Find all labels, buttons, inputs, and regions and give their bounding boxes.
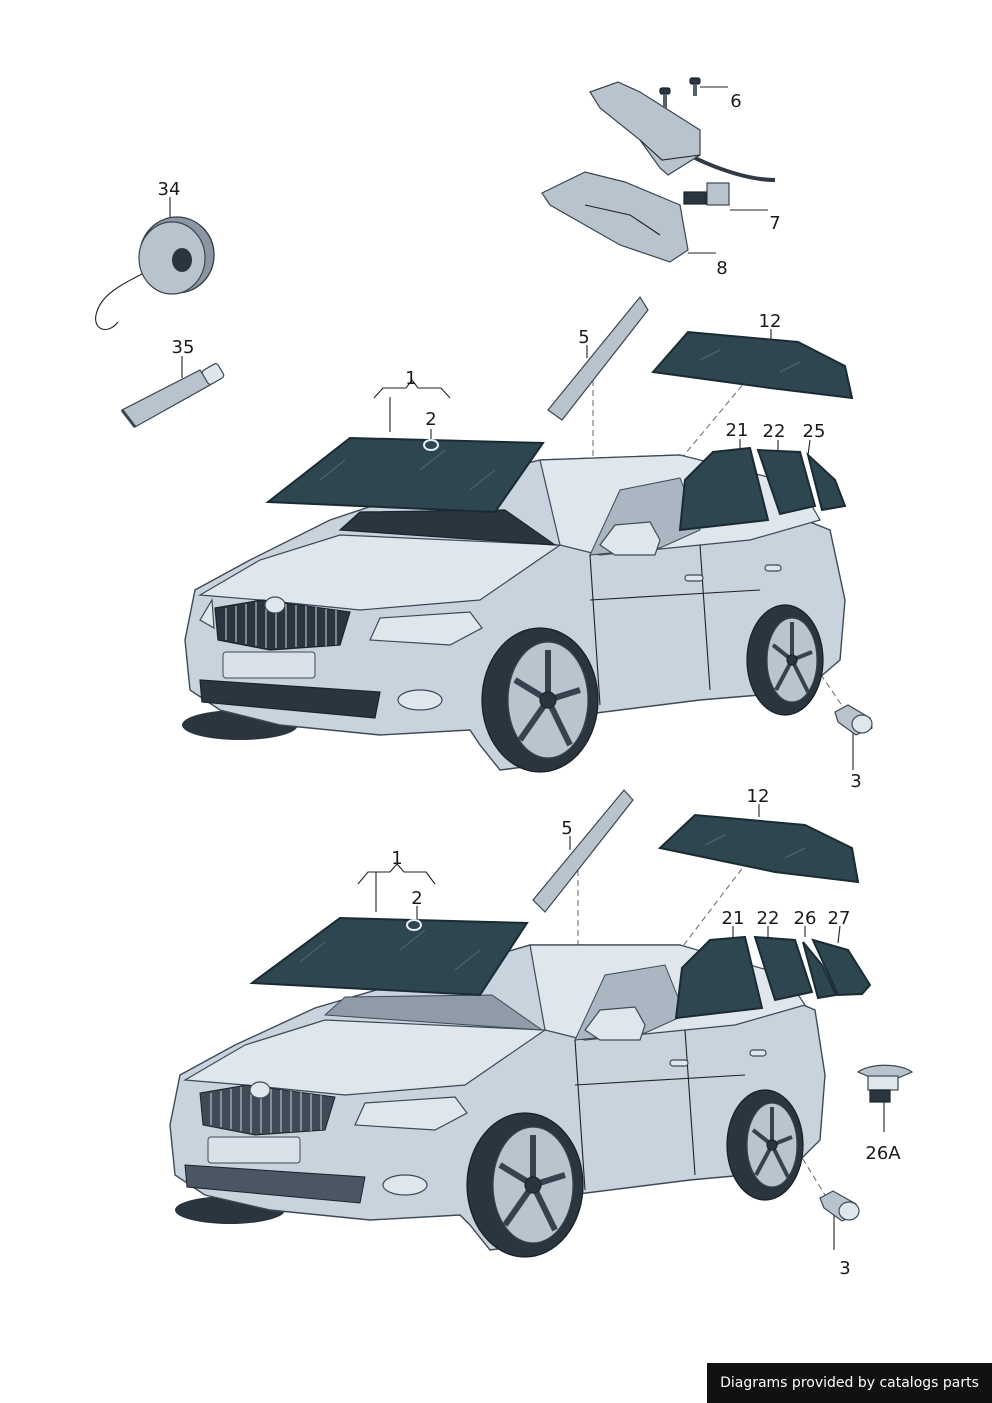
label-3-top: 3 [850, 771, 861, 792]
label-35: 35 [172, 337, 195, 358]
label-12-bottom: 12 [747, 786, 770, 807]
label-26A: 26A [865, 1143, 901, 1164]
car-bottom-estate [169, 944, 826, 1258]
label-1-top: 1 [405, 368, 416, 389]
side-window-part-22 [753, 935, 814, 1002]
callout-labels: 34 35 6 7 8 5 12 1 2 21 22 25 3 5 12 1 2… [158, 91, 902, 1279]
tape-roll-part-34 [95, 216, 215, 330]
side-window-part-21 [678, 446, 770, 532]
car-top-estate [182, 454, 846, 773]
label-6: 6 [730, 91, 741, 112]
sensor-bracket-assembly [541, 77, 776, 263]
side-window-part-27 [811, 938, 872, 997]
label-5-bottom: 5 [561, 818, 572, 839]
sensor-window-part-2 [406, 919, 422, 931]
label-22-top: 22 [763, 421, 786, 442]
label-3-bottom: 3 [839, 1258, 850, 1279]
label-12-top: 12 [759, 311, 782, 332]
label-27: 27 [828, 908, 851, 929]
clip-part-26A [856, 1064, 914, 1103]
side-windows-top [678, 446, 847, 532]
windshield-part-1-top [265, 436, 545, 514]
footer-credit-banner: Diagrams provided by catalogs parts [707, 1363, 992, 1403]
rear-window-part-12-bottom [657, 813, 860, 884]
rear-window-part-12-top [651, 330, 854, 400]
side-window-part-21 [674, 935, 764, 1020]
label-5-top: 5 [578, 327, 589, 348]
label-1-bottom: 1 [391, 848, 402, 869]
side-window-part-22 [756, 448, 817, 516]
label-34: 34 [158, 179, 181, 200]
label-21-top: 21 [726, 420, 749, 441]
side-windows-bottom [674, 935, 872, 1020]
screw-icon [689, 77, 701, 96]
adhesive-tube-part-35 [120, 363, 225, 428]
label-25: 25 [803, 421, 826, 442]
label-21-bottom: 21 [722, 908, 745, 929]
label-7: 7 [769, 213, 780, 234]
pillar-trim-part-5-bottom [532, 789, 634, 913]
screw-icon [659, 87, 671, 108]
label-22-bottom: 22 [757, 908, 780, 929]
windshield-part-1-bottom [249, 916, 529, 997]
label-8: 8 [716, 258, 727, 279]
cap-part-3-top [834, 704, 873, 736]
label-2-bottom: 2 [411, 888, 422, 909]
label-2-top: 2 [425, 409, 436, 430]
pillar-trim-part-5-top [547, 295, 649, 421]
cap-part-3-bottom [819, 1190, 860, 1222]
label-26: 26 [794, 908, 817, 929]
sensor-window-part-2 [423, 439, 439, 451]
side-window-part-26 [802, 941, 838, 1000]
side-window-part-25 [806, 451, 847, 512]
